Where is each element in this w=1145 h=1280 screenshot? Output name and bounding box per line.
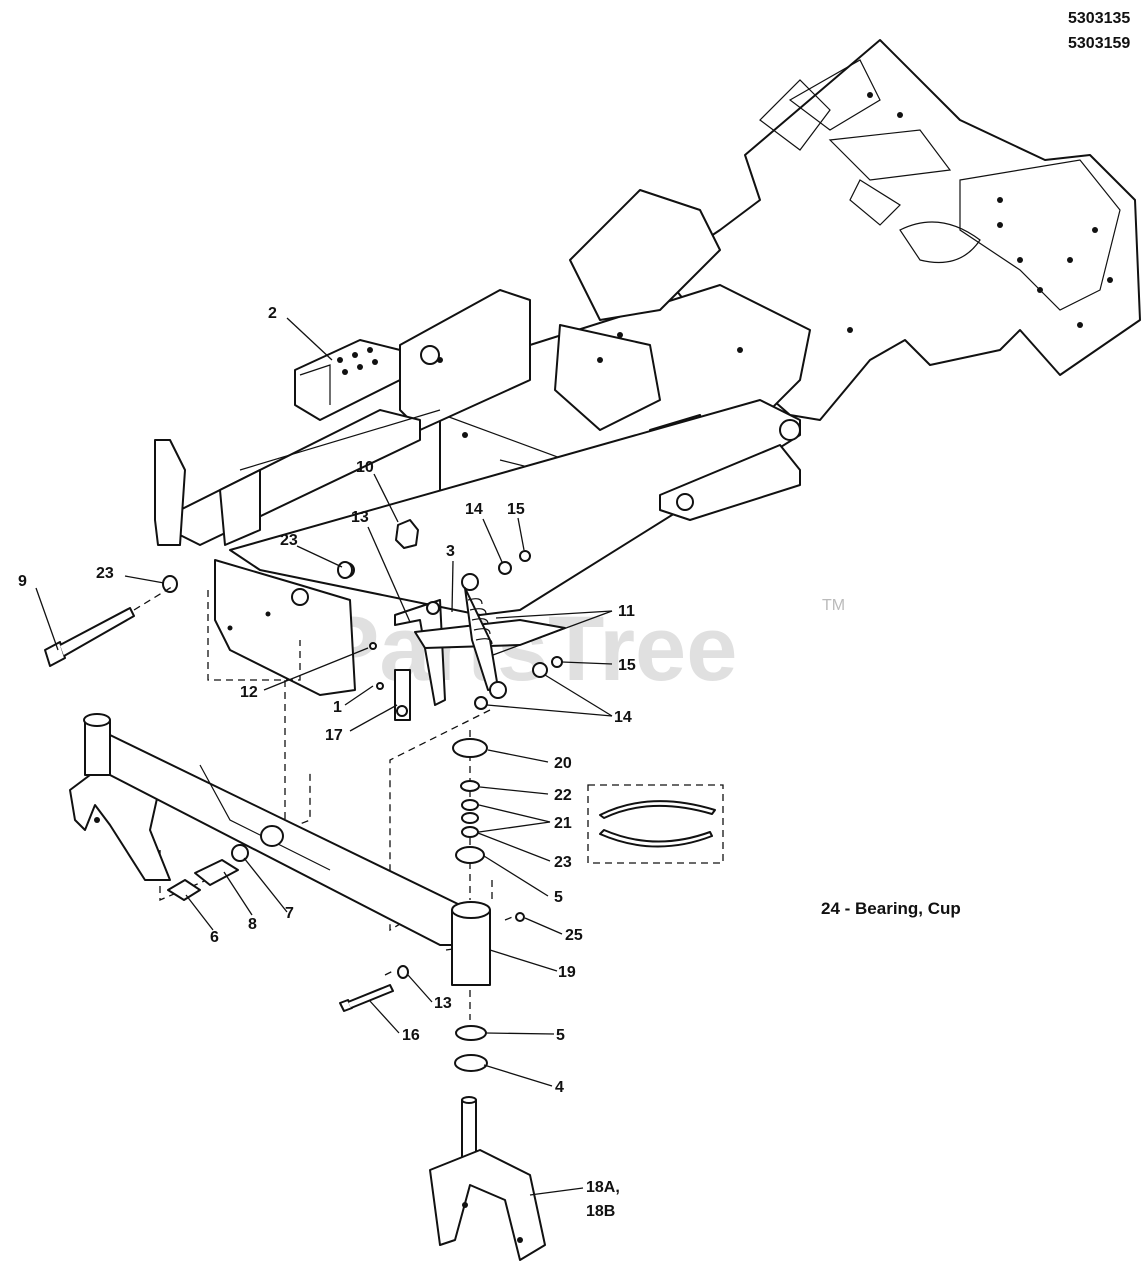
callout-18a: 18A, <box>586 1179 620 1196</box>
retaining-ring-detail <box>599 800 716 848</box>
callout-7: 7 <box>285 905 294 922</box>
callout-11: 11 <box>618 603 635 620</box>
callout-25: 25 <box>565 927 583 944</box>
callout-19: 19 <box>558 964 576 981</box>
header-part-numbers: 5303135 5303159 <box>1068 10 1130 52</box>
callout-18b: 18B <box>586 1203 615 1220</box>
callout-5: 5 <box>554 889 563 906</box>
part-16-bolt <box>339 984 394 1012</box>
callout-1: 1 <box>333 699 342 716</box>
callout-21: 21 <box>554 815 572 832</box>
callout-5: 5 <box>556 1027 565 1044</box>
callout-22: 22 <box>554 787 572 804</box>
callout-13: 13 <box>434 995 452 1012</box>
callout-4: 4 <box>555 1079 564 1096</box>
callout-8: 8 <box>248 916 257 933</box>
callout-15: 15 <box>507 501 525 518</box>
part-2-bracket <box>294 339 401 421</box>
callout-23: 23 <box>280 532 298 549</box>
callout-20: 20 <box>554 755 572 772</box>
callout-23: 23 <box>554 854 572 871</box>
callout-2: 2 <box>268 305 277 322</box>
callout-3: 3 <box>446 543 455 560</box>
callout-6: 6 <box>210 929 219 946</box>
callout-9: 9 <box>18 573 27 590</box>
bushings <box>167 844 249 901</box>
part-9-bolt <box>44 607 135 667</box>
watermark-text: PartsTree <box>318 598 737 700</box>
callout-labels: 2 10 13 3 14 15 23 9 23 11 15 12 1 17 14… <box>18 305 636 1220</box>
part-number-1: 5303135 <box>1068 10 1130 27</box>
leader-lines <box>35 317 613 1196</box>
hardware-small <box>162 519 563 710</box>
callout-15: 15 <box>618 657 636 674</box>
callout-17: 17 <box>325 727 343 744</box>
callout-12: 12 <box>240 684 258 701</box>
note-bearing-cup: 24 - Bearing, Cup <box>821 899 961 918</box>
main-frame <box>154 39 1141 616</box>
callout-16: 16 <box>402 1027 420 1044</box>
mount-plate <box>214 524 416 696</box>
callout-14: 14 <box>465 501 483 518</box>
watermark-trademark: TM <box>822 597 845 614</box>
part-11-shock-absorber <box>461 573 507 699</box>
part-number-2: 5303159 <box>1068 35 1130 52</box>
part-18-spindle-fork <box>429 1096 546 1261</box>
callout-23: 23 <box>96 565 114 582</box>
callout-13: 13 <box>351 509 369 526</box>
front-axle <box>69 713 461 946</box>
spindle-stack <box>397 738 525 1072</box>
callout-10: 10 <box>356 459 374 476</box>
callout-14: 14 <box>614 709 632 726</box>
